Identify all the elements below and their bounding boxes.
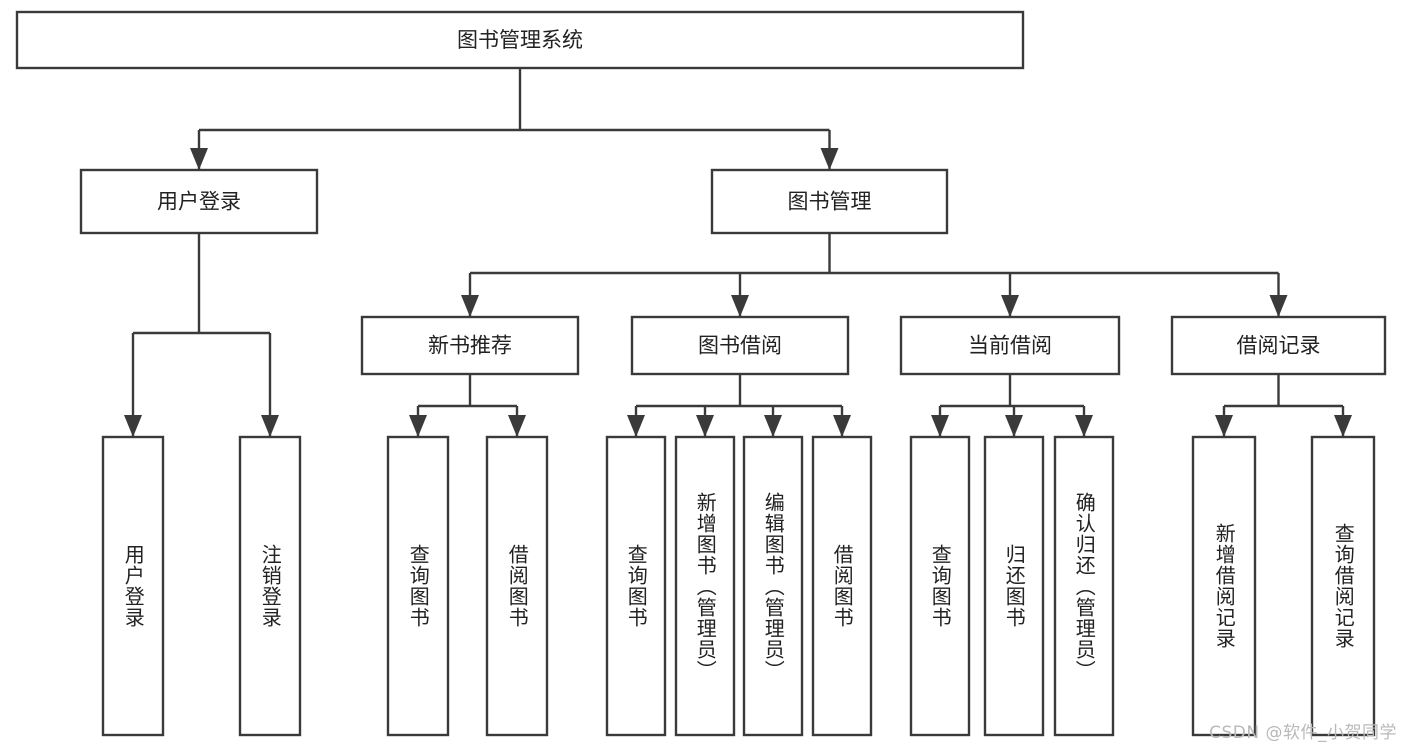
node-box-leaf-query-book-2[interactable] <box>605 435 667 737</box>
arrow-head-icon-leaf-logout-login <box>261 415 279 437</box>
node-box-leaf-user-login[interactable] <box>101 435 165 737</box>
node-label-borrow-record: 借阅记录 <box>1237 334 1321 358</box>
connectors-layer <box>124 68 1352 437</box>
node-label-root: 图书管理系统 <box>457 28 583 52</box>
arrow-head-icon-user-login <box>190 148 208 170</box>
arrow-head-icon-leaf-add-book <box>696 415 714 437</box>
arrow-head-icon-borrow-record <box>1269 295 1288 317</box>
arrow-head-icon-book-manage <box>820 148 839 170</box>
arrow-head-icon-leaf-query-book-2 <box>627 415 645 437</box>
node-box-new-book-recommend[interactable] <box>360 315 580 376</box>
node-box-leaf-confirm-return[interactable] <box>1053 435 1115 737</box>
node-label-book-borrow: 图书借阅 <box>698 334 782 358</box>
arrow-head-icon-leaf-edit-book <box>764 415 782 437</box>
arrow-head-icon-leaf-borrow-book-1 <box>508 415 526 437</box>
arrow-head-icon-current-borrow <box>1001 295 1019 317</box>
node-box-borrow-record[interactable] <box>1170 315 1387 376</box>
node-box-book-manage[interactable] <box>710 168 949 235</box>
arrow-head-icon-leaf-query-book-1 <box>409 415 427 437</box>
node-box-leaf-edit-book[interactable] <box>742 435 804 737</box>
arrow-head-icon-leaf-query-record <box>1334 415 1352 437</box>
node-label-user-login: 用户登录 <box>157 190 241 214</box>
node-box-leaf-borrow-book-2[interactable] <box>811 435 873 737</box>
arrow-head-icon-leaf-add-record <box>1215 415 1233 437</box>
arrow-head-icon-book-borrow <box>731 295 749 317</box>
node-box-leaf-add-record[interactable] <box>1191 435 1257 737</box>
arrow-head-icon-leaf-borrow-book-2 <box>833 415 851 437</box>
arrow-head-icon-leaf-query-book-3 <box>931 415 949 437</box>
arrow-head-icon-new-book-recommend <box>461 295 479 317</box>
node-box-user-login[interactable] <box>79 168 319 235</box>
node-label-new-book-recommend: 新书推荐 <box>428 334 512 358</box>
arrow-head-icon-leaf-confirm-return <box>1075 415 1093 437</box>
arrow-head-icon-leaf-return-book <box>1005 415 1023 437</box>
node-boxes-layer <box>15 10 1387 737</box>
node-box-book-borrow[interactable] <box>630 315 850 376</box>
node-box-leaf-borrow-book-1[interactable] <box>485 435 549 737</box>
node-box-leaf-query-book-1[interactable] <box>386 435 450 737</box>
node-box-leaf-add-book[interactable] <box>674 435 736 737</box>
node-box-leaf-query-record[interactable] <box>1310 435 1376 737</box>
node-box-leaf-return-book[interactable] <box>983 435 1045 737</box>
node-box-leaf-logout-login[interactable] <box>238 435 302 737</box>
node-box-leaf-query-book-3[interactable] <box>909 435 971 737</box>
csdn-watermark: CSDN @软件_小贺同学 <box>1209 723 1397 743</box>
node-box-root[interactable] <box>15 10 1025 70</box>
node-label-book-manage: 图书管理 <box>788 190 872 214</box>
node-box-current-borrow[interactable] <box>899 315 1121 376</box>
arrow-head-icon-leaf-user-login <box>124 415 142 437</box>
node-label-current-borrow: 当前借阅 <box>968 334 1052 358</box>
